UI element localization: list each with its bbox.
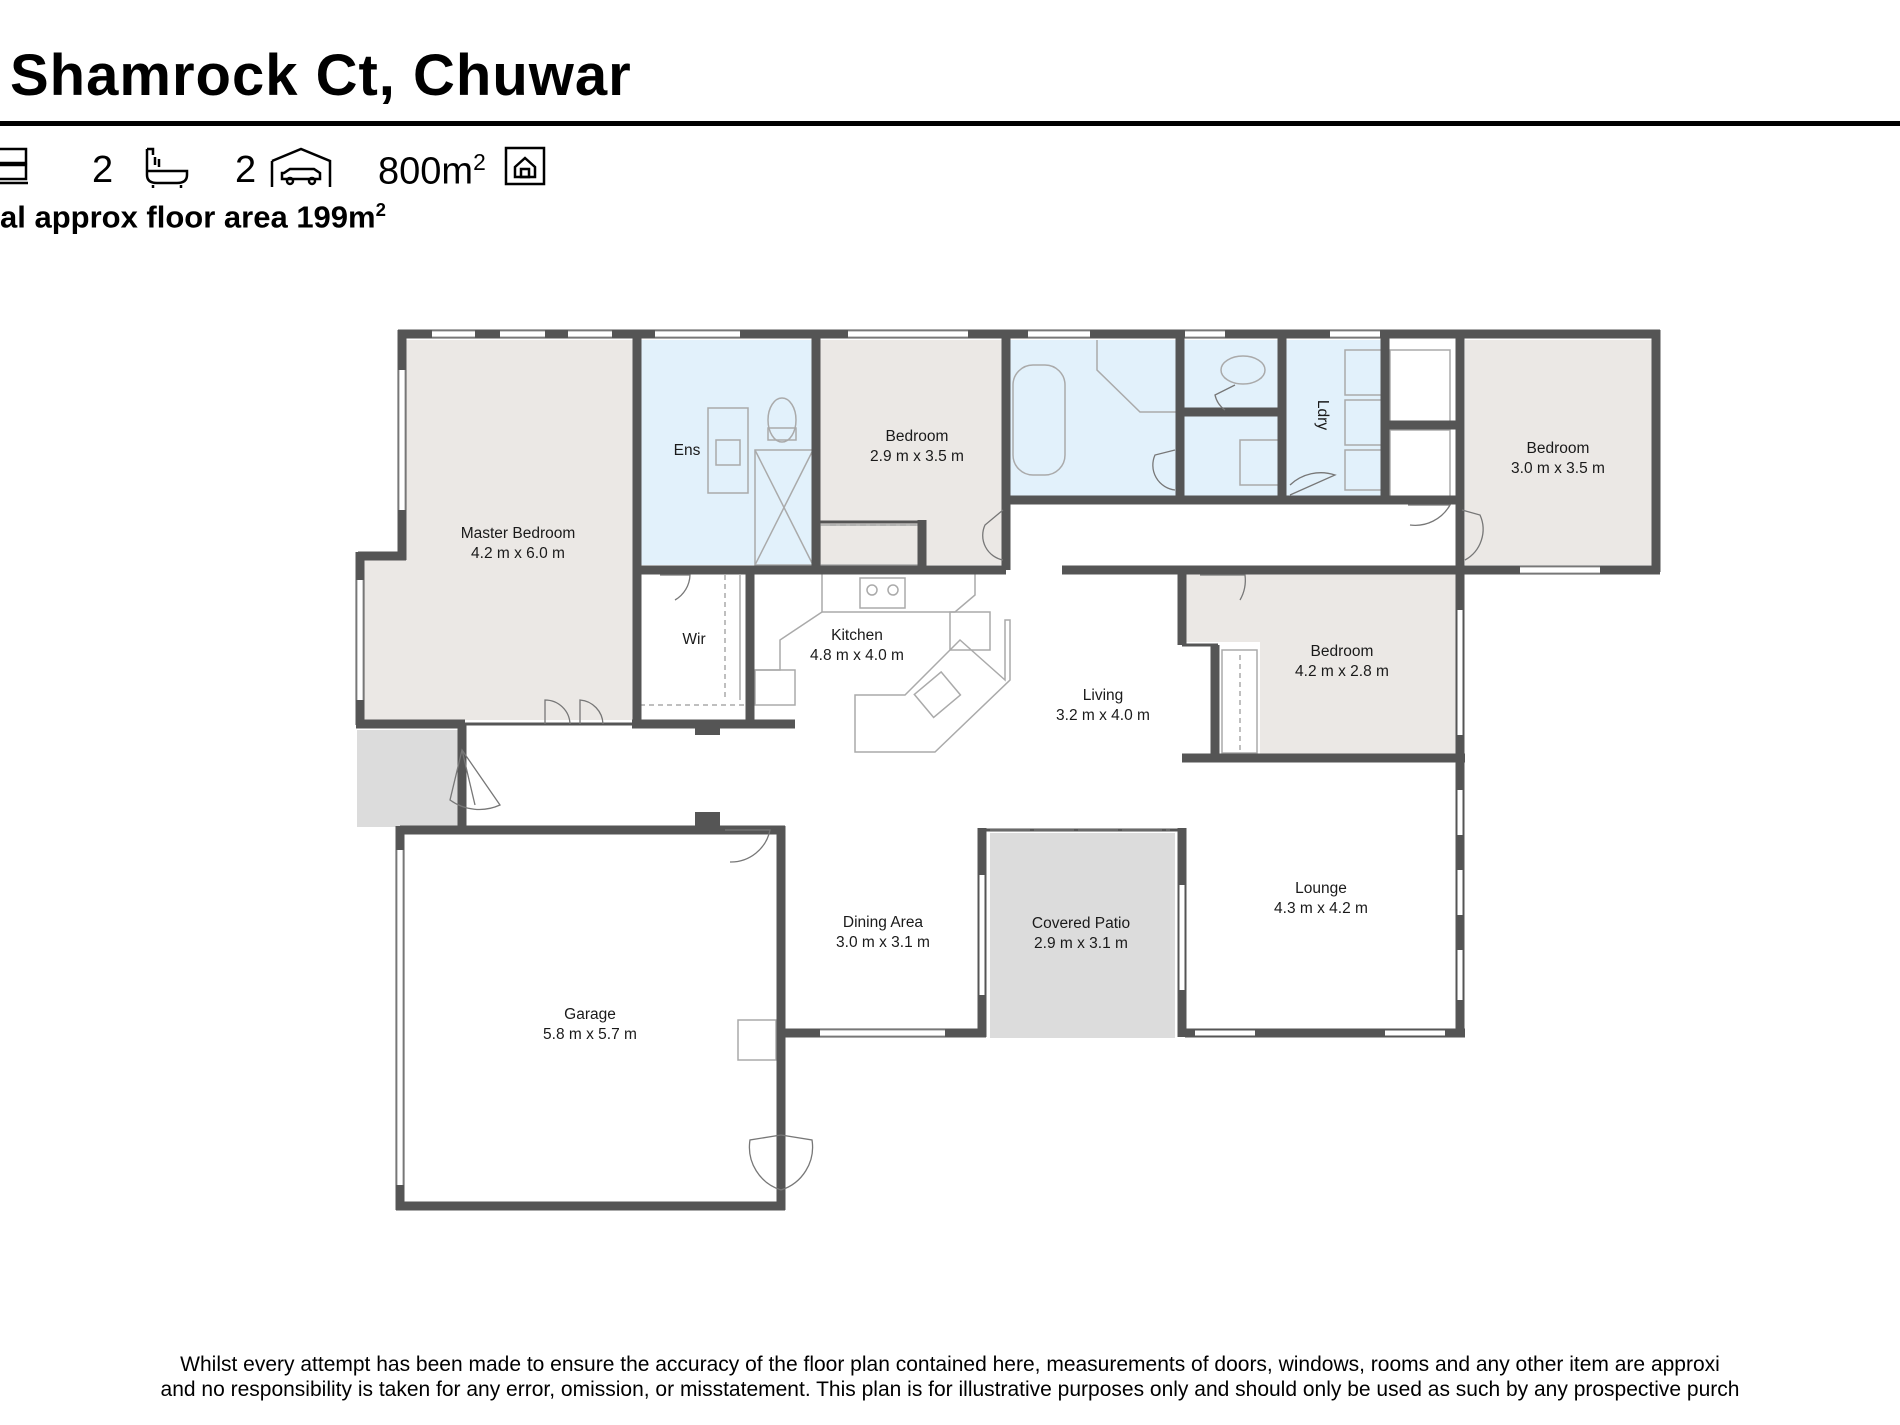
lounge-size: 4.3 m x 4.2 m (1274, 900, 1368, 917)
bedroom-3-fill (1465, 340, 1655, 565)
living-size: 3.2 m x 4.0 m (1056, 707, 1150, 724)
master-bedroom-size: 4.2 m x 6.0 m (471, 545, 565, 562)
ensuite-vanity (707, 407, 749, 494)
kitchen-name: Kitchen (831, 627, 883, 644)
room-labels: Master Bedroom 4.2 m x 6.0 m Ens Bedroom… (461, 400, 1605, 1043)
bath-icon (145, 147, 189, 188)
covered-patio-fill (990, 833, 1175, 1038)
disclaimer-line-1: Whilst every attempt has been made to en… (180, 1353, 1720, 1376)
floor-area-summary: al approx floor area 199m2 (0, 199, 386, 235)
garage-name: Garage (564, 1006, 616, 1023)
laundry-name: Ldry (1314, 400, 1331, 430)
dining-size: 3.0 m x 3.1 m (836, 934, 930, 951)
dining-name: Dining Area (843, 914, 924, 931)
disclaimer: Whilst every attempt has been made to en… (0, 1352, 1900, 1402)
master-bedroom-name: Master Bedroom (461, 525, 576, 542)
windows (357, 331, 1600, 1185)
bathtub (1012, 364, 1066, 476)
land-area: 800m2 (378, 149, 486, 193)
window-frames (356, 330, 1600, 1185)
garage-icon (270, 147, 332, 187)
bedroom-3-name: Bedroom (1527, 440, 1590, 457)
patio-name: Covered Patio (1032, 915, 1130, 932)
property-stats: 2 2 800m2 (0, 145, 600, 195)
toilet (1220, 355, 1266, 385)
living-name: Living (1083, 687, 1124, 704)
bedroom-4-fill (1185, 572, 1458, 642)
bedroom-4-robe (1221, 649, 1258, 754)
room-fills (357, 340, 1655, 1038)
bedroom-2-fill (820, 340, 1003, 565)
ensuite-fill (640, 340, 813, 565)
header-divider (0, 121, 1900, 126)
ensuite-toilet (767, 397, 797, 443)
bedroom-4-size: 4.2 m x 2.8 m (1295, 663, 1389, 680)
laundry-fill (1285, 340, 1385, 498)
doors (449, 384, 1484, 1191)
land-area-icon (504, 146, 546, 186)
bedroom-2-size: 2.9 m x 3.5 m (870, 448, 964, 465)
bedroom-4-name: Bedroom (1311, 643, 1374, 660)
lounge-name: Lounge (1295, 880, 1347, 897)
ensuite-name: Ens (674, 442, 701, 459)
porch-fill (357, 730, 462, 827)
bathroom-fill (1010, 340, 1180, 498)
wir-name: Wir (682, 631, 705, 648)
car-count: 2 (235, 149, 257, 191)
kitchen-island (854, 619, 1011, 753)
bedroom-2-name: Bedroom (886, 428, 949, 445)
garage-size: 5.8 m x 5.7 m (543, 1026, 637, 1043)
bedroom-3-size: 3.0 m x 3.5 m (1511, 460, 1605, 477)
toilet-fill (1183, 340, 1278, 498)
disclaimer-line-2: and no responsibility is taken for any e… (160, 1378, 1740, 1401)
property-title: Shamrock Ct, Chuwar (10, 43, 632, 108)
bath-count: 2 (92, 149, 114, 191)
kitchen-size: 4.8 m x 4.0 m (810, 647, 904, 664)
bed-icon (0, 147, 28, 185)
bath-shower (1096, 340, 1178, 413)
master-bedroom-fill (405, 340, 635, 720)
patio-size: 2.9 m x 3.1 m (1034, 935, 1128, 952)
